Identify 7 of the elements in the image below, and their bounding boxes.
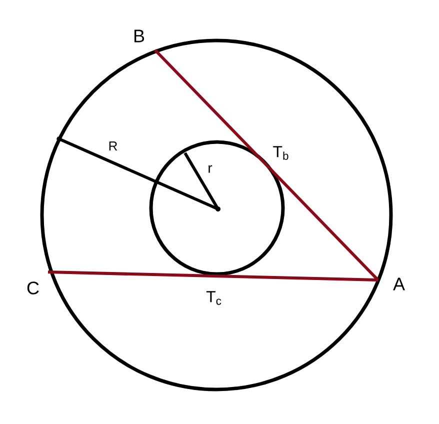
point-label: T$_{b}$ (273, 146, 288, 160)
point-label: T$_{c}$ (206, 291, 222, 305)
point-label: A (393, 278, 405, 290)
point-label: r (208, 165, 212, 173)
point-label: R (109, 142, 118, 150)
point-label: B (134, 30, 144, 42)
point-label: C (27, 282, 39, 294)
